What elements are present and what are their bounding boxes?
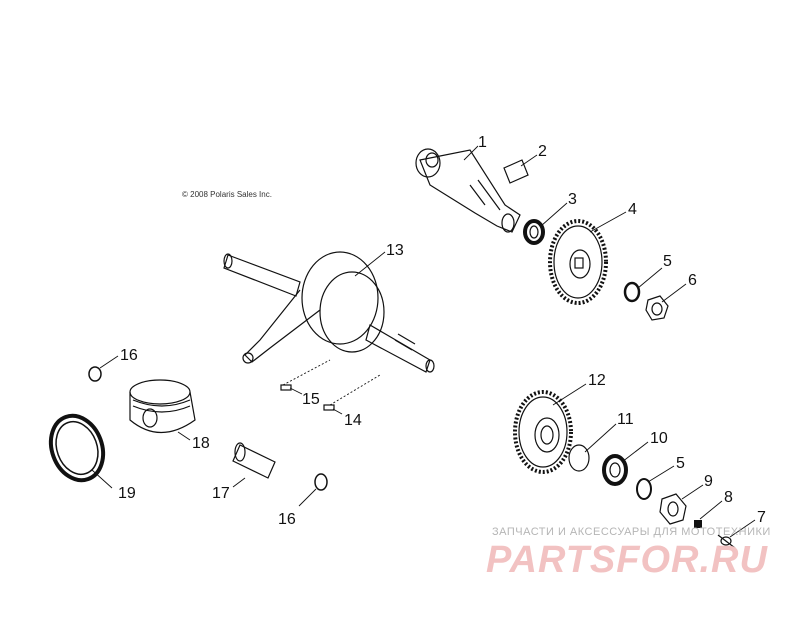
callout-16-upper: 16 (120, 347, 138, 364)
callout-2: 2 (538, 143, 547, 160)
part-6-nut[interactable] (645, 295, 669, 321)
callout-7: 7 (757, 509, 766, 526)
part-10-bearing[interactable] (602, 454, 628, 486)
part-8-small-nut[interactable] (694, 520, 702, 528)
part-12-gear[interactable] (513, 390, 573, 474)
watermark-tagline: ЗАПЧАСТИ И АКСЕССУАРЫ ДЛЯ МОТОТЕХНИКИ (492, 526, 771, 538)
watermark-brand: PARTSFOR.RU (486, 539, 768, 581)
part-16-clip-lower[interactable] (314, 473, 328, 491)
callout-10: 10 (650, 430, 668, 447)
part-1-shaft[interactable] (415, 148, 521, 233)
callout-numbers: 1 2 3 4 5 6 12 11 10 5 9 8 7 13 15 14 16… (118, 134, 766, 528)
part-4-gear[interactable] (548, 219, 608, 305)
callout-19: 19 (118, 485, 136, 502)
part-3-bearing[interactable] (523, 219, 545, 245)
part-5-washer-lower[interactable] (636, 478, 652, 500)
part-18-piston[interactable] (129, 379, 196, 433)
callout-5-upper: 5 (663, 253, 672, 270)
callout-8: 8 (724, 489, 733, 506)
callout-12: 12 (588, 372, 606, 389)
part-5-washer-upper[interactable] (623, 281, 641, 303)
callout-13: 13 (386, 242, 404, 259)
part-19-piston-rings[interactable] (42, 408, 112, 487)
callout-3: 3 (568, 191, 577, 208)
callout-6: 6 (688, 272, 697, 289)
part-11-washer[interactable] (568, 444, 590, 472)
callout-4: 4 (628, 201, 637, 218)
callout-11: 11 (617, 411, 634, 428)
callout-17: 17 (212, 485, 230, 502)
watermark: ЗАПЧАСТИ И АКСЕССУАРЫ ДЛЯ МОТОТЕХНИКИ PA… (486, 526, 771, 581)
part-16-clip-upper[interactable] (88, 366, 102, 382)
callout-16-lower: 16 (278, 511, 296, 528)
part-2-key[interactable] (503, 159, 529, 184)
callout-5-lower: 5 (676, 455, 685, 472)
copyright-text: © 2008 Polaris Sales Inc. (182, 190, 272, 199)
callout-9: 9 (704, 473, 713, 490)
callout-15: 15 (302, 391, 320, 408)
part-9-nut[interactable] (659, 493, 687, 525)
leader-lines (91, 145, 756, 538)
part-14-pin[interactable] (323, 404, 335, 411)
callout-1: 1 (478, 134, 487, 151)
callout-14: 14 (344, 412, 362, 429)
callout-18: 18 (192, 435, 210, 452)
part-17-piston-pin[interactable] (232, 442, 276, 479)
part-7-screw[interactable] (717, 534, 736, 549)
part-15-pin[interactable] (280, 384, 292, 391)
part-13-crankshaft[interactable] (223, 251, 435, 373)
